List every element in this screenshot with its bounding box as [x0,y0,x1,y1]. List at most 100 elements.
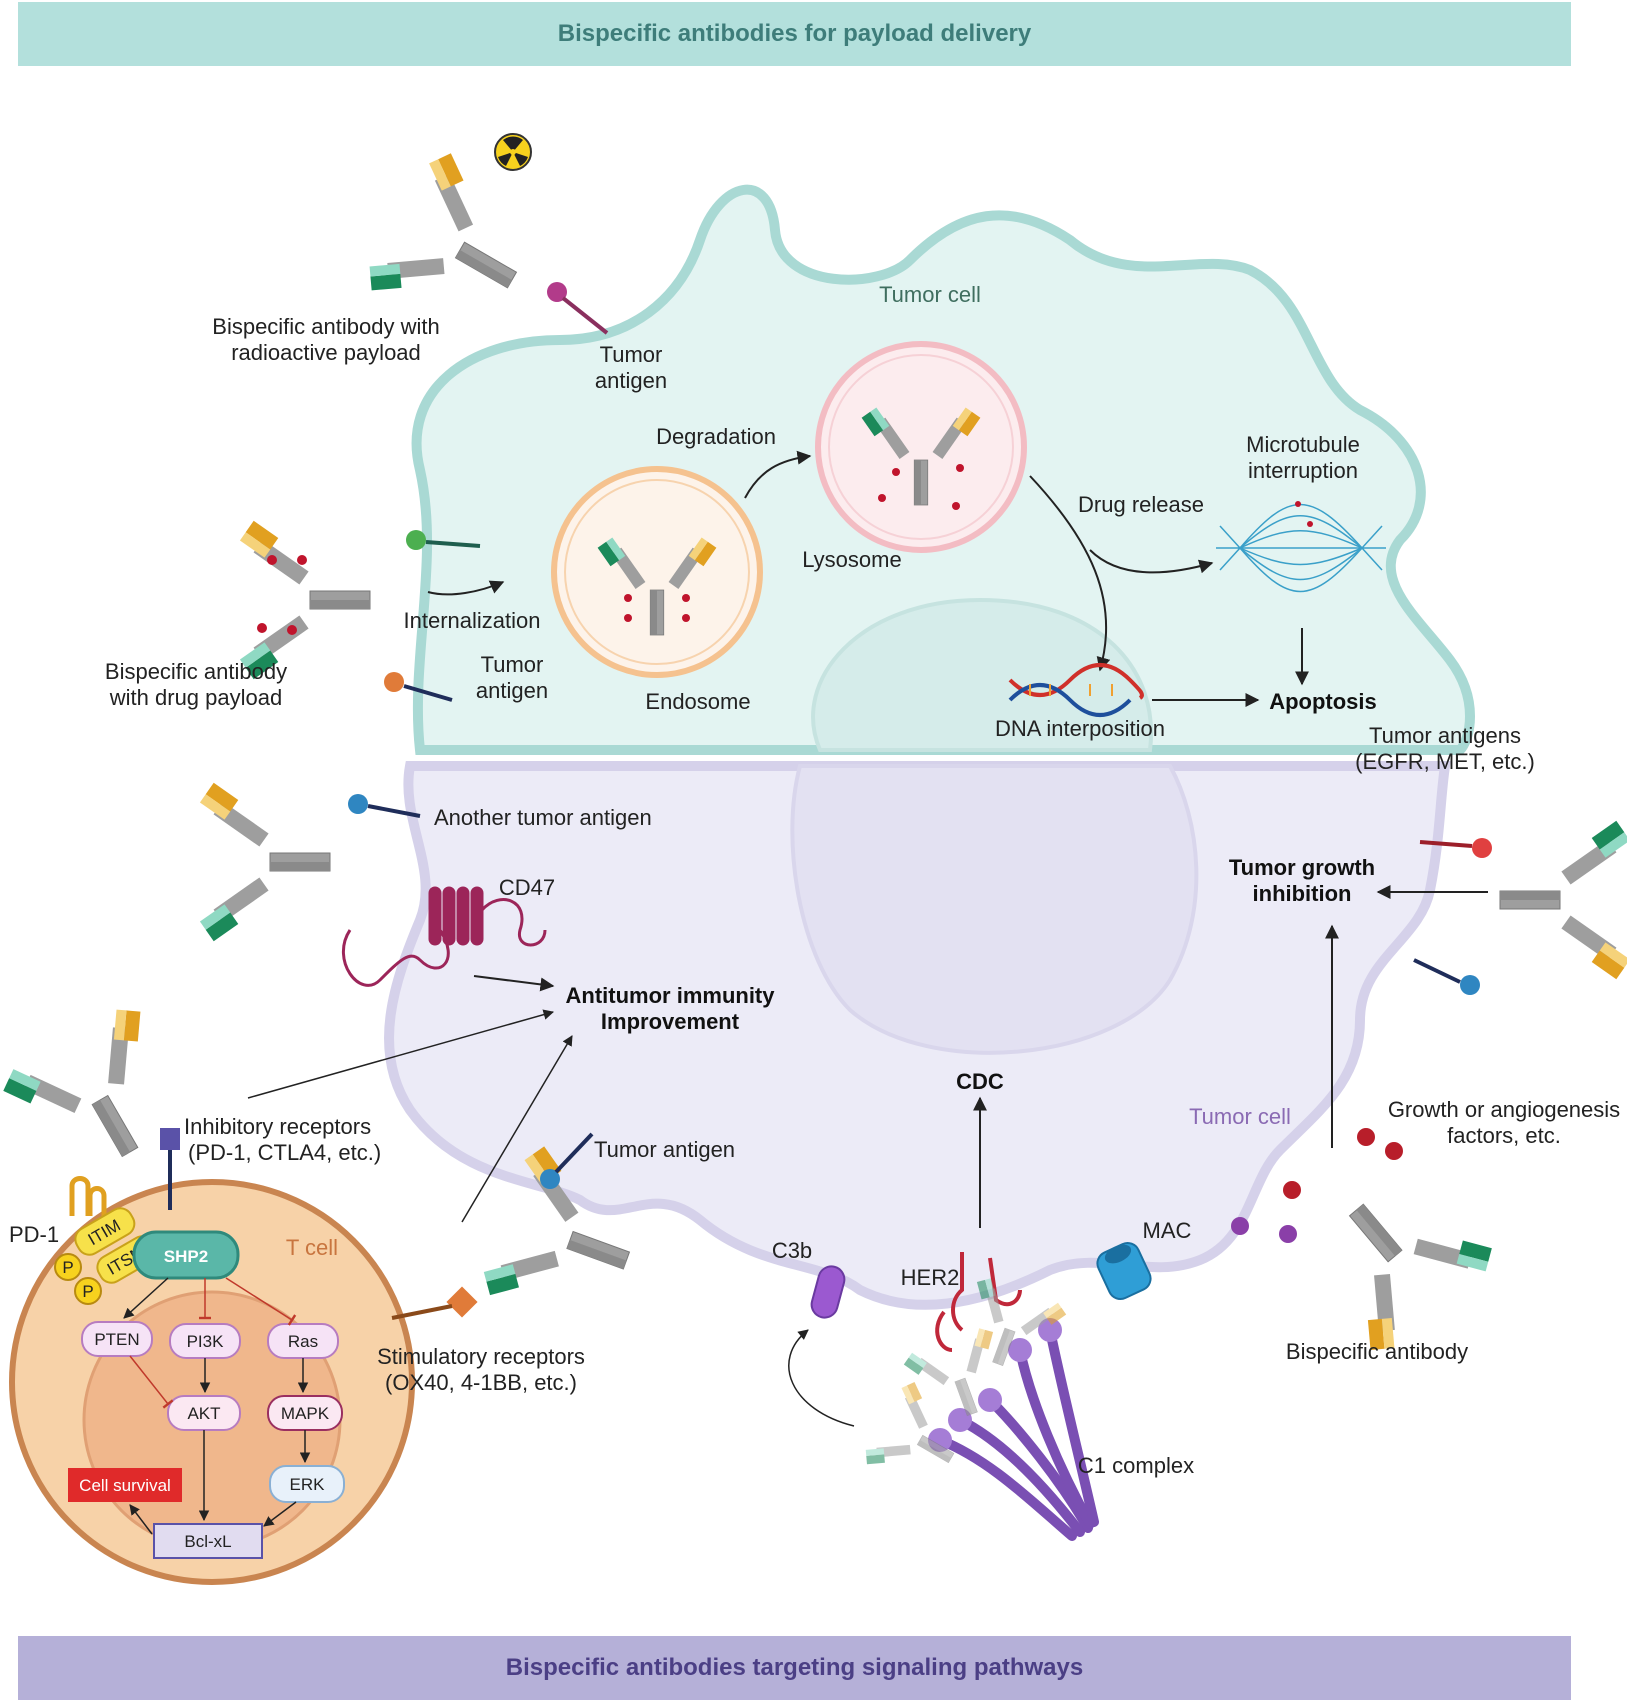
pd1-receptor [69,1176,107,1216]
endosome [551,466,763,678]
label-dna: DNA interposition [995,716,1165,741]
nucleus-top [811,597,1154,752]
label-microtubule-1: Microtubule [1246,432,1360,457]
endosome-drug [624,594,690,622]
label-pd1: PD-1 [9,1222,59,1247]
dna-helix [1008,663,1144,717]
label-radio-ab-2: radioactive payload [231,340,421,365]
banner-payload-delivery: Bispecific antibodies for payload delive… [18,2,1571,66]
label-cdc: CDC [956,1069,1004,1094]
label-stim-receptors-2: (OX40, 4-1BB, etc.) [385,1370,577,1395]
bclxl-node [153,1523,263,1559]
antibody-another-antigen [199,782,331,942]
label-pten: PTEN [94,1330,139,1349]
label-shp2: SHP2 [164,1247,208,1266]
label-radio-ab-1: Bispecific antibody with [212,314,439,339]
antigen-right-blue [1413,958,1480,995]
c3b-molecule [810,1265,846,1319]
label-cd47: CD47 [499,875,555,900]
arrow-cd47-immunity [473,975,555,992]
tumor-antigen-1 [547,282,609,335]
lysosome [815,341,1027,553]
label-tumor-antigen-2b: antigen [476,678,548,703]
c1-heads [928,1318,1062,1452]
drug-payload-stars [257,555,307,635]
inhibition-edges [129,1277,297,1409]
pathway-edges [123,1277,311,1535]
arrow-to-microtubule [1089,549,1214,574]
mac-complex [1096,1241,1152,1301]
stimulatory-receptor [391,1286,478,1320]
banner-signaling-pathways: Bispecific antibodies targeting signalin… [18,1636,1571,1700]
label-growth-factors-2: factors, etc. [1447,1123,1561,1148]
label-antitumor-2: Improvement [601,1009,740,1034]
label-stim-receptors-1: Stimulatory receptors [377,1344,585,1369]
label-microtubule-2: interruption [1248,458,1358,483]
nucleus-bottom [790,764,1199,1055]
label-inhib-receptors-1: Inhibitory receptors [184,1114,371,1139]
label-internalization: Internalization [404,608,541,633]
label-tumor-antigen-3: Tumor antigen [594,1137,735,1162]
label-another-antigen: Another tumor antigen [434,805,652,830]
tumor-antigen-2b [384,672,453,702]
label-tumor-cell-bottom: Tumor cell [1189,1104,1291,1129]
label-tumor-antigen-1b: antigen [595,368,667,393]
label-apoptosis: Apoptosis [1269,689,1377,714]
label-ras: Ras [288,1332,318,1351]
label-tumor-antigen-1a: Tumor [600,342,663,367]
arrow-internalization [427,580,505,596]
cd47-receptor [342,886,547,987]
microtubule-drug-2 [1307,521,1313,527]
arrow-inhib-immunity [247,1009,555,1099]
lysosome-drug [878,464,964,510]
label-growth-inhibition-1: Tumor growth [1229,855,1375,880]
label-drug-ab-1: Bispecific antibody [105,659,287,684]
label-bclxl: Bcl-xL [184,1532,231,1551]
another-tumor-antigen [348,794,421,818]
drug-antibody [239,520,371,680]
label-tumor-cell-top: Tumor cell [879,282,981,307]
antibody-right-top [1499,820,1627,980]
c1-complex [935,1325,1099,1541]
label-p-2: P [82,1282,93,1301]
growth-factor-particles [1231,1128,1403,1243]
label-bispecific-antibody: Bispecific antibody [1286,1339,1468,1364]
label-drug-ab-2: with drug payload [109,685,282,710]
antibody-bottom-right [1295,1158,1502,1362]
phospho-2 [74,1277,102,1305]
pten-node [81,1321,153,1357]
erk-node [269,1465,345,1503]
label-growth-factors-1: Growth or angiogenesis [1388,1097,1620,1122]
label-tumor-antigen-2a: Tumor [481,652,544,677]
label-c3b: C3b [772,1238,812,1263]
label-mac: MAC [1143,1218,1192,1243]
label-t-cell: T cell [286,1235,338,1260]
label-degradation: Degradation [656,424,776,449]
c1-antibodies [859,1273,1070,1500]
label-tumor-antigens-1: Tumor antigens [1369,723,1521,748]
label-pi3k: PI3K [187,1332,225,1351]
label-endosome: Endosome [645,689,750,714]
tumor-antigen-3 [540,1132,594,1189]
arrow-c3b [788,1329,855,1427]
arrow-degradation [744,450,812,499]
label-tumor-antigens-2: (EGFR, MET, etc.) [1355,749,1535,774]
arrow-stim-immunity [461,1035,573,1223]
label-erk: ERK [290,1475,326,1494]
cell-survival-node [68,1468,182,1502]
arrow-to-dna [1029,475,1111,672]
label-mapk: MAPK [281,1404,330,1423]
label-c1-complex: C1 complex [1078,1453,1194,1478]
label-p-1: P [62,1258,73,1277]
microtubule-spindle [1216,503,1386,593]
label-her2: HER2 [901,1265,960,1290]
label-lysosome: Lysosome [802,547,901,572]
shp2-node [132,1230,240,1280]
tumor-antigen-2a [406,530,481,550]
label-cell-survival: Cell survival [79,1476,171,1495]
label-akt: AKT [187,1404,220,1423]
phospho-1 [54,1253,82,1281]
label-inhib-receptors-2: (PD-1, CTLA4, etc.) [188,1140,381,1165]
inhibitory-receptor [160,1128,180,1150]
